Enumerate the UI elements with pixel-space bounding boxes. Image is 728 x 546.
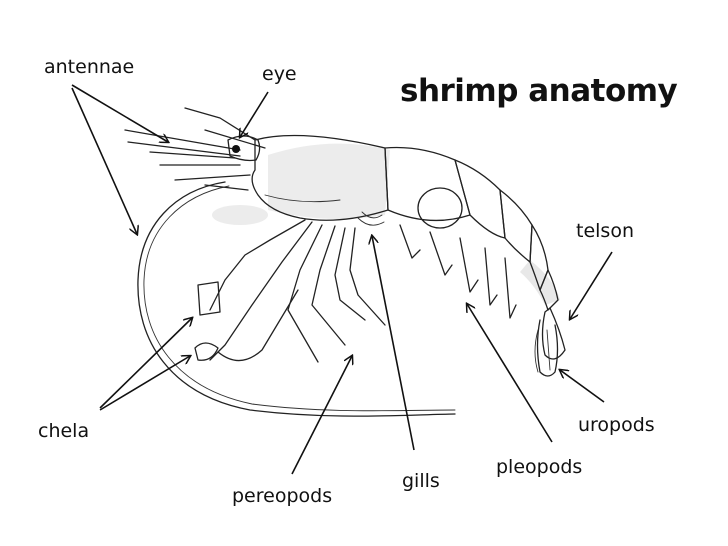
long-antenna <box>137 181 456 417</box>
label-telson: telson <box>576 220 634 242</box>
pleopod-set <box>399 224 517 319</box>
diagram-title: shrimp anatomy <box>400 73 678 109</box>
carapace <box>251 134 389 221</box>
arrow-uropods <box>560 370 605 403</box>
arrow-pleopods <box>467 304 553 443</box>
label-gills: gills <box>402 470 440 492</box>
label-uropods: uropods <box>578 414 655 436</box>
arrow-chela-lower <box>99 356 190 411</box>
pereopod-set <box>209 219 386 363</box>
tail-fan <box>534 307 566 377</box>
chela-structures <box>194 281 299 362</box>
abdomen <box>384 146 559 311</box>
label-pleopods: pleopods <box>496 456 583 478</box>
arrow-gills <box>372 236 415 451</box>
label-pereopods: pereopods <box>232 485 333 507</box>
arrow-pereopods <box>291 356 352 475</box>
arrow-eye <box>240 91 269 137</box>
arrow-antennae-lower <box>71 87 137 234</box>
gill-region <box>357 211 385 226</box>
arrow-antennae-upper <box>71 84 168 142</box>
arrow-telson <box>570 251 613 319</box>
head-appendages <box>124 107 266 191</box>
body-shading <box>212 143 560 305</box>
annotation-arrows <box>71 84 613 475</box>
arrow-chela-upper <box>99 318 192 409</box>
label-chela: chela <box>38 420 90 442</box>
label-eye: eye <box>262 63 297 85</box>
label-antennae: antennae <box>44 56 135 78</box>
